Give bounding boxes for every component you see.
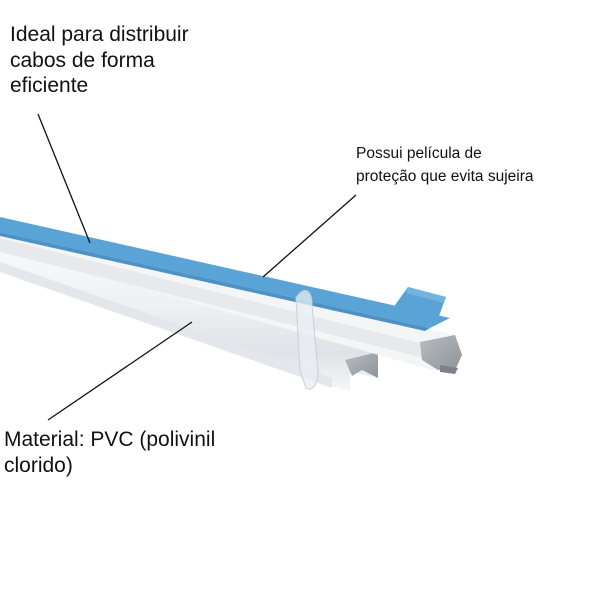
callout-line: proteção que evita sujeira: [356, 168, 534, 186]
callout-line: eficiente: [10, 74, 89, 98]
callout-line: cabos de forma: [10, 48, 155, 72]
leader-line-distribute: [37, 113, 91, 244]
callout-protective-film: Possui película de proteção que evita su…: [356, 142, 534, 189]
raceway-cover: [0, 228, 462, 374]
blue-adhesive-tape: [0, 217, 450, 331]
callout-line: Ideal para distribuir: [10, 23, 189, 46]
callout-line: Material: PVC (polivinil: [4, 428, 216, 451]
callout-distribution: Ideal para distribuir cabos de forma efi…: [10, 22, 189, 99]
callout-material: Material: PVC (polivinil clorido): [4, 427, 215, 478]
callout-line: Possui película de: [356, 145, 482, 162]
clear-protective-film: [295, 290, 319, 390]
callout-line: clorido): [4, 453, 73, 477]
leader-line-film: [262, 194, 357, 278]
leader-line-material: [47, 321, 193, 421]
